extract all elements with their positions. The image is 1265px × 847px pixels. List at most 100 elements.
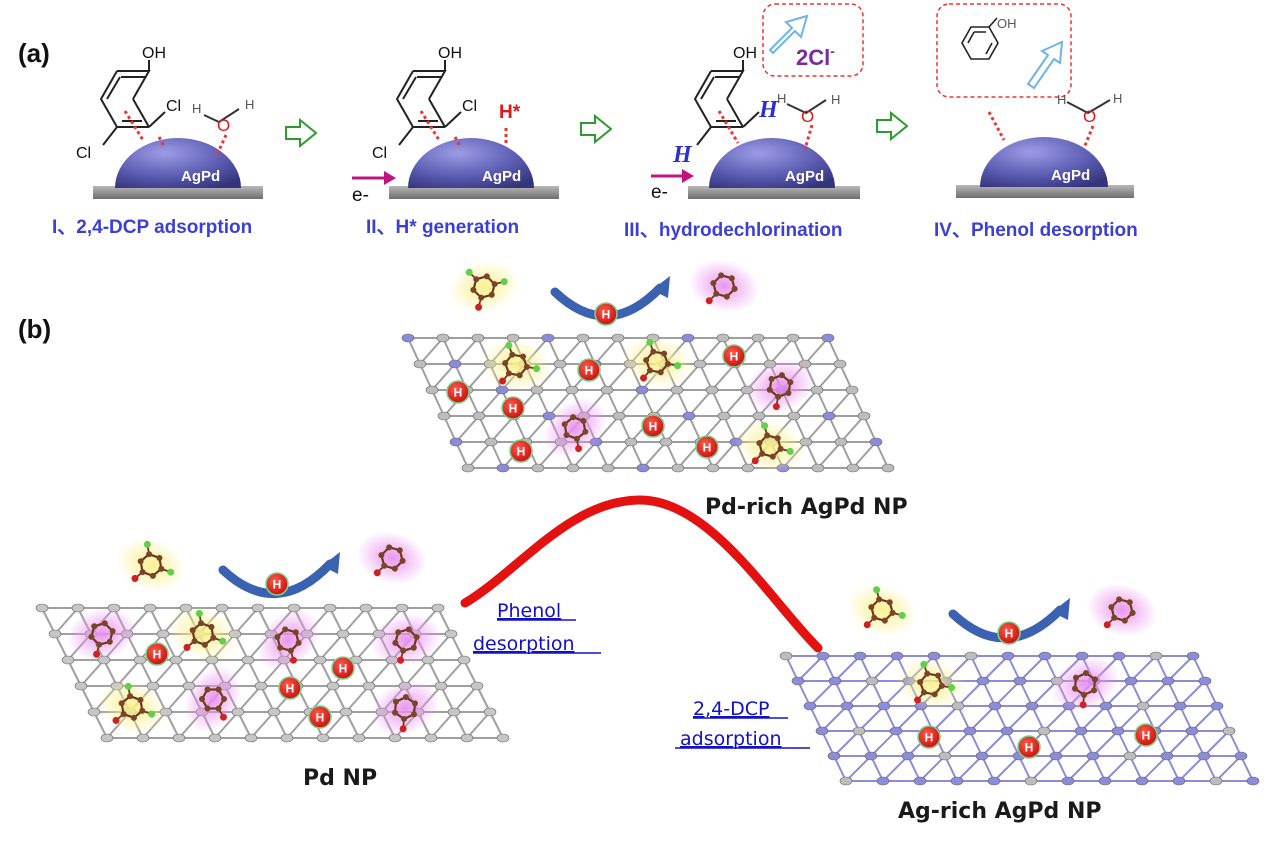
lattice-atom	[1111, 726, 1125, 736]
lattice-atom	[1098, 776, 1112, 786]
lattice-atom	[822, 411, 836, 421]
lattice-atom	[988, 701, 1002, 711]
desorbed-phenol-box: OH	[936, 3, 1072, 98]
hydrogen-atom-label: H	[925, 731, 934, 745]
lattice-atom	[869, 437, 883, 447]
phenol-molecule	[1086, 583, 1158, 637]
agpd-particle	[408, 138, 534, 188]
hydrogen-atom: H	[997, 621, 1021, 645]
step-2-h-generation: AgPd OH Cl Cl H* e- II、H* generation	[352, 45, 559, 238]
h-star-label: H*	[499, 102, 521, 123]
cl-label: Cl	[372, 145, 387, 162]
dichlorophenol-molecule	[99, 60, 166, 146]
lattice-atom	[413, 359, 427, 369]
process-arrow	[285, 117, 318, 149]
lattice-atom	[681, 333, 695, 343]
lattice-atom	[1049, 751, 1063, 761]
lattice-atom	[313, 655, 327, 665]
lattice-atom	[1185, 726, 1199, 736]
phenol-molecule	[961, 17, 999, 60]
dcp-molecule	[480, 338, 552, 392]
lattice-atom	[280, 733, 294, 743]
lattice-atom	[496, 733, 510, 743]
release-arrow	[1026, 40, 1064, 90]
hydrogen-atom-label: H	[1005, 627, 1014, 641]
h-label: H	[777, 91, 786, 106]
lattice-atom	[359, 603, 373, 613]
hydrogen-atom-label: H	[339, 662, 348, 676]
lattice-atom	[852, 726, 866, 736]
lattice-atom	[143, 603, 157, 613]
phenol-molecule	[184, 665, 242, 733]
lattice-atom	[1024, 776, 1038, 786]
lattice-atom	[611, 333, 625, 343]
hydrogen-atom: H	[331, 656, 355, 680]
support-substrate	[956, 185, 1134, 198]
lattice-label: Ag-rich AgPd NP	[898, 799, 1102, 824]
agpd-particle	[709, 138, 835, 188]
lattice-atom	[877, 701, 891, 711]
lattice-atom	[471, 333, 485, 343]
adsorption-bond	[419, 110, 508, 147]
lattice-atom	[1210, 701, 1224, 711]
h-label: H	[831, 92, 840, 107]
h-label: H	[192, 101, 201, 116]
lattice-atom	[434, 681, 448, 691]
lattice-atom	[865, 676, 879, 686]
particle-label: AgPd	[482, 168, 521, 185]
lattice-atom	[1197, 751, 1211, 761]
hydrogen-atom-label: H	[316, 711, 325, 725]
water-molecule: H O H	[1057, 91, 1122, 126]
phenol-molecule	[370, 679, 440, 737]
lattice-atom	[447, 707, 461, 717]
lattice-atom	[612, 411, 626, 421]
phenol-molecule	[1050, 655, 1120, 713]
lattice-atom	[484, 437, 498, 447]
lattice-atom	[717, 411, 731, 421]
panel-b-label: (b)	[18, 314, 51, 344]
support-substrate	[389, 186, 559, 199]
curve-label-line: adsorption	[680, 728, 782, 750]
lattice-atom	[352, 733, 366, 743]
lattice-atom	[254, 681, 268, 691]
lattice-atom	[424, 733, 438, 743]
hydrogen-atom-label: H	[509, 402, 518, 416]
lattice-atom	[779, 651, 793, 661]
particle-label: AgPd	[181, 168, 220, 185]
hydrogen-label: H	[758, 97, 779, 123]
lattice-atom	[786, 333, 800, 343]
hydrogen-atom-label: H	[517, 445, 526, 459]
lattice-atom	[1037, 726, 1051, 736]
lattice-atom	[624, 437, 638, 447]
lattice-atom	[834, 437, 848, 447]
phenol-molecule	[256, 608, 320, 672]
lattice-atom	[172, 733, 186, 743]
lattice-atom	[791, 676, 805, 686]
lattice-atom	[1000, 726, 1014, 736]
o-label: O	[217, 116, 230, 135]
lattice-atom	[976, 676, 990, 686]
lattice-atom	[1234, 751, 1248, 761]
lattice-atom	[901, 751, 915, 761]
lattice-atom	[156, 629, 170, 639]
hydrogen-atom-label: H	[153, 648, 162, 662]
lattice-atom	[705, 385, 719, 395]
hydrogen-atom: H	[594, 302, 618, 326]
lattice-atom	[1222, 726, 1236, 736]
lattice-atom	[460, 733, 474, 743]
lattice-atom	[938, 751, 952, 761]
dcp-molecule	[448, 260, 520, 314]
lattice-atom	[846, 463, 860, 473]
lattice-label: Pd-rich AgPd NP	[705, 495, 908, 520]
lattice-atom	[635, 385, 649, 395]
hydrogen-atom-label: H	[649, 420, 658, 434]
dcp-molecule	[734, 419, 806, 473]
lattice-atom	[449, 437, 463, 447]
hydrogen-atom: H	[265, 572, 289, 596]
release-arrow	[768, 14, 809, 55]
lattice-atom	[950, 776, 964, 786]
lattice-atom	[1198, 676, 1212, 686]
lattice-atom	[636, 463, 650, 473]
